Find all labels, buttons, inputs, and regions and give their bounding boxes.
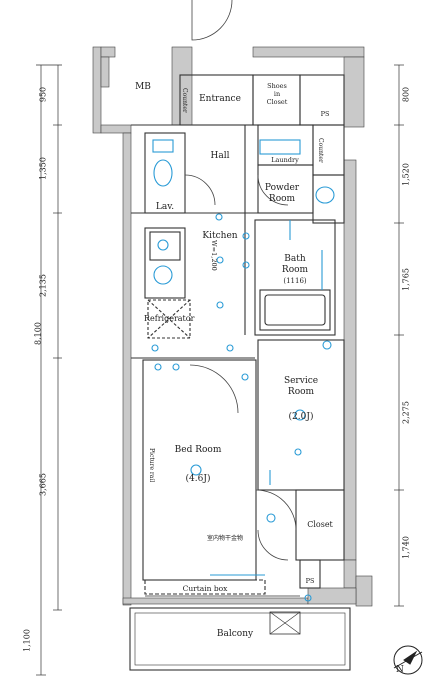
- dim-left-4: 1,100: [22, 629, 32, 652]
- label-shoes-closet: Shoes in Closet: [266, 82, 288, 106]
- north-arrow: N: [393, 645, 423, 675]
- label-kitchen: Kitchen: [202, 231, 238, 241]
- dim-right-1: 1,520: [401, 163, 411, 186]
- label-closet: Closet: [307, 520, 333, 529]
- dim-right-0: 800: [401, 86, 411, 103]
- wall-bottom-right: [307, 587, 357, 605]
- dim-right-4: 1,740: [401, 536, 411, 559]
- door-swings: [184, 0, 297, 561]
- wall-mb-left: [100, 46, 116, 58]
- label-bed-room: Bed Room (4.6J): [174, 445, 222, 484]
- label-counter-left: Counter: [181, 88, 188, 113]
- dim-left-2: 2,135: [38, 274, 48, 297]
- label-bath-room: Bath Room (1116): [281, 254, 309, 285]
- dim-left-0: 950: [38, 86, 48, 103]
- column-br: [355, 575, 373, 607]
- wall-left-upper: [100, 124, 132, 134]
- label-entrance: Entrance: [199, 94, 241, 104]
- svg-text:N: N: [396, 665, 404, 675]
- label-ps-bottom: PS: [305, 577, 315, 585]
- wall-left: [92, 46, 102, 134]
- fixtures: [151, 139, 335, 602]
- label-laundry: Laundry: [271, 156, 299, 164]
- dim-left-1: 1,350: [38, 157, 48, 180]
- dimension-lines: [36, 64, 404, 676]
- wall-left-main: [122, 132, 132, 606]
- label-hall: Hall: [210, 151, 230, 161]
- label-indoor-clothes-dryer: 室内物干金物: [206, 535, 243, 542]
- dim-left-3: 3,665: [38, 473, 48, 496]
- label-service-room: Service Room (2.0J): [283, 376, 319, 422]
- wall-mb-stub: [100, 56, 110, 88]
- wall-top: [252, 46, 365, 58]
- dim-right-3: 2,275: [401, 401, 411, 424]
- label-curtain-box: Curtain box: [182, 584, 228, 593]
- wall-right-lower: [343, 559, 357, 589]
- label-picture-rail: Picture rail: [148, 448, 155, 483]
- label-mb: MB: [135, 82, 151, 92]
- label-refrigerator: Refrigerator: [144, 314, 195, 323]
- dim-left-total: 8,100: [33, 322, 43, 345]
- interior-walls: [129, 74, 351, 671]
- label-lav: Lav.: [155, 202, 175, 212]
- wall-mb-right: [171, 46, 193, 126]
- label-ps-top: PS: [320, 110, 330, 118]
- label-counter-right: Counter: [317, 138, 324, 163]
- wall-bottom: [122, 597, 309, 605]
- dim-right-2: 1,765: [401, 268, 411, 291]
- label-w-note: W=1,200: [210, 240, 218, 271]
- walls: [92, 46, 373, 607]
- label-balcony: Balcony: [216, 629, 254, 639]
- wall-top-right: [343, 56, 365, 128]
- label-powder-room: Powder Room: [264, 183, 300, 204]
- wall-right: [343, 159, 357, 561]
